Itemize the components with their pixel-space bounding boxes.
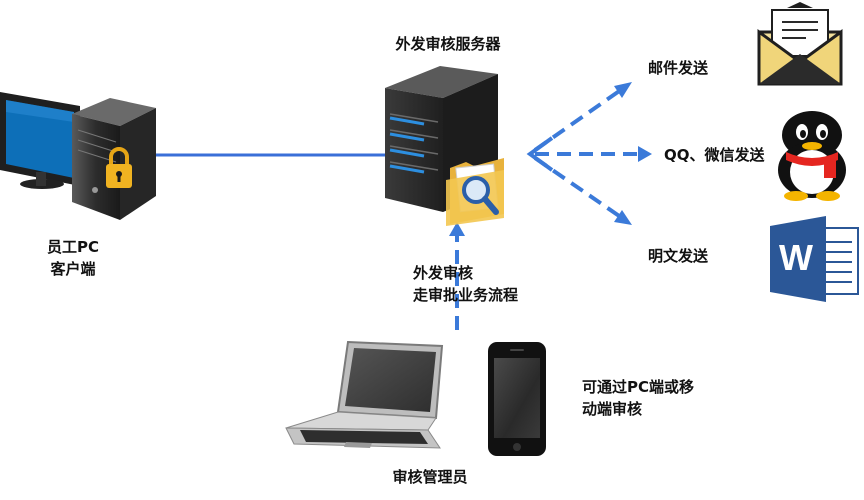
mobile-review-label: 可通过PC端或移 动端审核 <box>582 376 694 420</box>
plaintext-send-label: 明文发送 <box>648 247 709 265</box>
approval-flow-label: 外发审核 走审批业务流程 <box>413 262 518 306</box>
arrow-to-plaintext <box>533 156 627 222</box>
qq-penguin-icon <box>778 111 846 201</box>
approval-flow-line2: 走审批业务流程 <box>413 286 519 304</box>
approval-flow-line1: 外发审核 <box>413 264 474 282</box>
employee-pc-icon <box>0 92 156 220</box>
arrow-to-email <box>533 85 627 152</box>
lock-icon <box>106 147 132 188</box>
arrowhead-plaintext <box>614 210 632 225</box>
server-icon <box>385 66 504 226</box>
mobile-review-line1: 可通过PC端或移 <box>582 378 695 396</box>
email-envelope-icon <box>757 2 843 86</box>
arrow-source-chevron <box>526 136 554 172</box>
laptop-icon <box>285 340 444 449</box>
employee-pc-label-line2: 客户端 <box>50 260 96 278</box>
arrowhead-email <box>614 82 632 98</box>
email-send-label: 邮件发送 <box>648 59 709 77</box>
qq-wechat-send-label: QQ、微信发送 <box>664 146 765 164</box>
arrowhead-qq-wechat <box>638 146 652 162</box>
smartphone-icon <box>488 342 546 456</box>
word-letter: W <box>779 237 813 278</box>
dashed-arrows <box>455 85 645 330</box>
admin-label: 审核管理员 <box>392 468 468 486</box>
word-document-icon: W <box>770 216 859 302</box>
arrowhead-server <box>449 222 465 236</box>
server-title: 外发审核服务器 <box>395 35 501 53</box>
folder-search-icon <box>446 158 504 226</box>
mobile-review-line2: 动端审核 <box>582 400 643 418</box>
employee-pc-label: 员工PC 客户端 <box>28 236 118 280</box>
employee-pc-label-line1: 员工PC <box>46 238 99 256</box>
